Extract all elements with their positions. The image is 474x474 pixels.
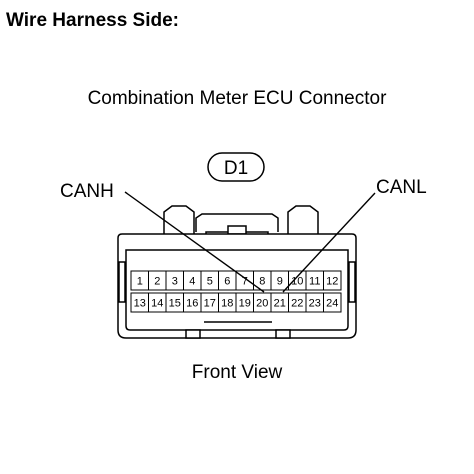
connector-code: D1	[224, 158, 248, 179]
pin-cell-12	[323, 270, 342, 291]
pin-label-21: 21	[274, 298, 286, 310]
pin-label-7: 7	[242, 276, 248, 288]
canl-leader-line	[282, 192, 376, 293]
pin-label-24: 24	[326, 298, 338, 310]
pin-cell-24	[323, 292, 342, 313]
canh-label: CANH	[60, 181, 114, 202]
pin-label-9: 9	[277, 276, 283, 288]
pin-label-16: 16	[186, 298, 198, 310]
pin-label-1: 1	[137, 276, 143, 288]
pin-label-19: 19	[239, 298, 251, 310]
pin-label-20: 20	[256, 298, 268, 310]
pin-label-22: 22	[291, 298, 303, 310]
pin-label-14: 14	[151, 298, 163, 310]
connector-code-badge: D1	[207, 152, 265, 182]
pin-label-2: 2	[154, 276, 160, 288]
pin-label-8: 8	[259, 276, 265, 288]
pin-label-17: 17	[204, 298, 216, 310]
page-heading: Wire Harness Side:	[6, 10, 180, 31]
pin-label-23: 23	[309, 298, 321, 310]
pin-label-15: 15	[169, 298, 181, 310]
view-caption: Front View	[191, 362, 283, 383]
pin-label-11: 11	[309, 276, 320, 288]
connector-caption: Combination Meter ECU Connector	[87, 88, 387, 109]
pin-label-13: 13	[134, 298, 146, 310]
pin-label-18: 18	[221, 298, 233, 310]
pin-label-5: 5	[207, 276, 213, 288]
canh-leader-line	[124, 191, 265, 293]
pin-label-12: 12	[326, 276, 338, 288]
canl-label: CANL	[376, 177, 427, 198]
pin-label-4: 4	[189, 276, 195, 288]
pin-label-6: 6	[224, 276, 230, 288]
pin-label-10: 10	[291, 276, 303, 288]
pin-label-3: 3	[172, 276, 178, 288]
